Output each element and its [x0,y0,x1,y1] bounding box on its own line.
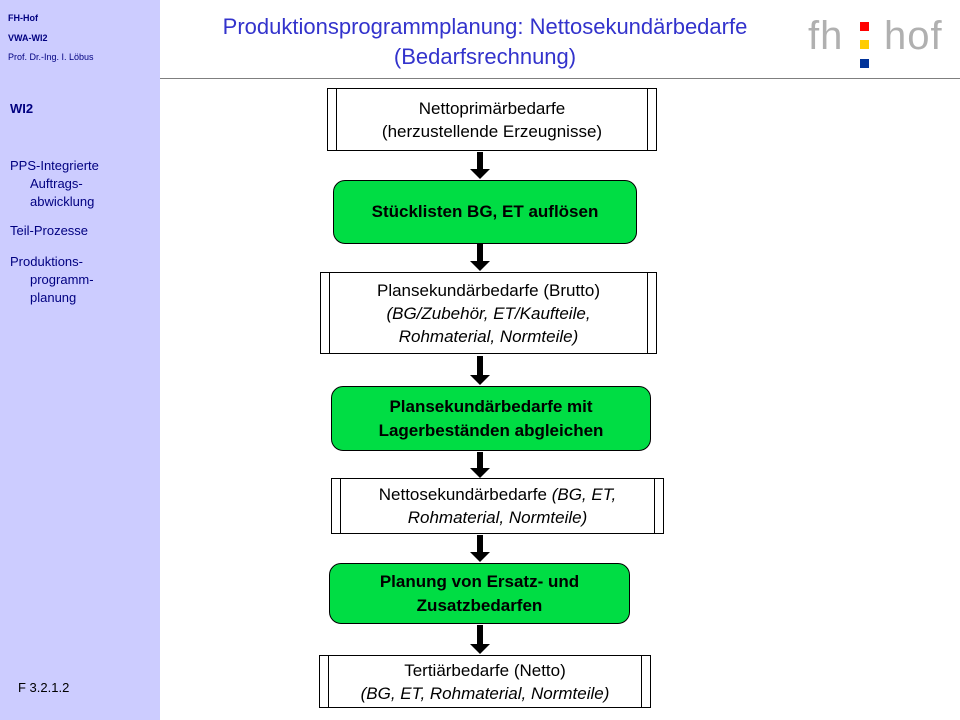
proc1-line1: Stücklisten BG, ET auflösen [371,202,599,221]
nav-item-ppp-line2: programm- [30,272,94,287]
proc2-line1: Plansekundärbedarfe mit [389,396,593,416]
logo-blue-square [860,59,869,68]
logo-fh-text: fh [808,14,844,58]
nav-item-teil-prozesse-label: Teil-Prozesse [10,223,89,238]
arrow-5 [470,535,490,562]
box1-line2: (herzustellende Erzeugnisse) [381,121,603,141]
arrow-4 [470,452,490,478]
nav-item-ppp-line3: planung [30,290,77,305]
box2-line2: (BG/Zubehör, ET/Kaufteile, [386,303,591,323]
page-title-line1: Produktionsprogrammplanung: Nettosekundä… [222,14,748,39]
proc3-line1: Planung von Ersatz- und [379,571,580,591]
logo-hof-text: hof [884,14,943,58]
nav-item-teil-prozesse[interactable]: Teil-Prozesse [10,222,150,240]
logo-yellow-square [860,40,869,49]
process-lagerbestaende-abgleichen: Plansekundärbedarfe mit Lagerbeständen a… [331,386,651,451]
author-label: Prof. Dr.-Ing. I. Löbus [8,52,94,62]
proc3-line2: Zusatzbedarfen [416,595,543,615]
course-label: VWA-WI2 [8,33,48,43]
nav-item-ppp-line1: Produktions- [10,254,83,269]
box3-line2: Rohmaterial, Normteile) [407,508,588,527]
box3-line1: Nettosekundärbedarfe (BG, ET, [379,483,617,506]
box2-line1: Plansekundärbedarfe (Brutto) [376,280,601,300]
org-label: FH-Hof [8,13,38,23]
sidebar: FH-Hof VWA-WI2 Prof. Dr.-Ing. I. Löbus W… [0,0,160,720]
nav-item-pps-line2: Auftrags- [30,176,83,191]
box1-line1: Nettoprimärbedarfe [418,98,566,118]
proc2-line2: Lagerbeständen abgleichen [378,420,604,440]
section-label: WI2 [10,101,34,116]
slide-code: F 3.2.1.2 [18,680,70,695]
page-title-line2: (Bedarfsrechnung) [393,44,577,69]
box2-line3: Rohmaterial, Normteile) [398,326,579,346]
box4-line1: Tertiärbedarfe (Netto) [404,660,566,680]
box-tertiaerbedarfe: Tertiärbedarfe (Netto) (BG, ET, Rohmater… [319,655,651,708]
nav-item-pps-line1: PPS-Integrierte [10,158,99,173]
arrow-3 [470,356,490,385]
box3-line1-italic: (BG, ET, [551,485,617,504]
nav-item-produktionsprogrammplanung[interactable]: Produktions- programm- planung [10,253,150,307]
process-ersatz-zusatzbedarfe: Planung von Ersatz- und Zusatzbedarfen [329,563,630,624]
box3-line1-plain: Nettosekundärbedarfe [378,485,552,504]
logo-red-square [860,22,869,31]
box-nettosekundaerbedarfe: Nettosekundärbedarfe (BG, ET, Rohmateria… [331,478,664,534]
box-plansekundaerbedarfe-brutto: Plansekundärbedarfe (Brutto) (BG/Zubehör… [320,272,657,354]
arrow-1 [470,152,490,179]
nav-item-pps[interactable]: PPS-Integrierte Auftrags- abwicklung [10,157,150,211]
arrow-6 [470,625,490,654]
process-stuecklisten-aufloesen: Stücklisten BG, ET auflösen [333,180,637,244]
arrow-2 [470,244,490,271]
nav-item-pps-line3: abwicklung [30,194,95,209]
box-nettoprimaerbedarfe: Nettoprimärbedarfe (herzustellende Erzeu… [327,88,657,151]
header-divider [160,78,960,79]
box4-line2: (BG, ET, Rohmaterial, Normteile) [360,683,610,703]
page-title: Produktionsprogrammplanung: Nettosekundä… [160,12,810,72]
